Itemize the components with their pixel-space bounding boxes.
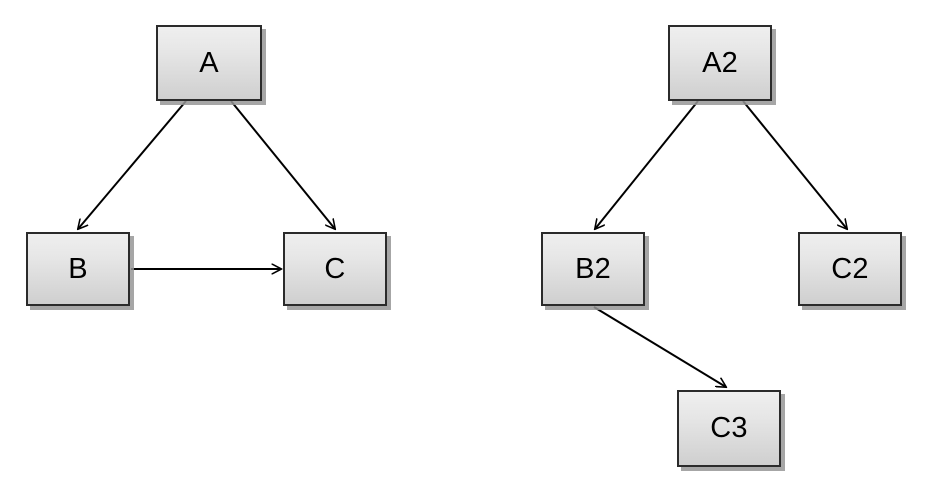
- node-label-a2: A2: [702, 46, 738, 79]
- node-c2[interactable]: C2: [798, 232, 902, 306]
- node-a2[interactable]: A2: [668, 25, 772, 101]
- node-label-c: C: [324, 252, 346, 285]
- edge-a-to-c: [230, 100, 335, 229]
- node-a[interactable]: A: [156, 25, 262, 101]
- node-label-c3: C3: [710, 412, 748, 444]
- node-label-a: A: [199, 46, 219, 79]
- edges-group: [78, 100, 847, 387]
- node-c3[interactable]: C3: [677, 390, 781, 467]
- edge-a2-to-c2: [742, 100, 847, 229]
- edge-a-to-b: [78, 100, 187, 229]
- node-c[interactable]: C: [283, 232, 387, 306]
- node-b[interactable]: B: [26, 232, 130, 306]
- node-label-b2: B2: [575, 252, 611, 285]
- edge-b2-to-c3: [593, 306, 726, 387]
- node-b2[interactable]: B2: [541, 232, 645, 306]
- node-label-b: B: [68, 252, 88, 285]
- node-label-c2: C2: [831, 252, 869, 285]
- edge-a2-to-b2: [595, 100, 699, 229]
